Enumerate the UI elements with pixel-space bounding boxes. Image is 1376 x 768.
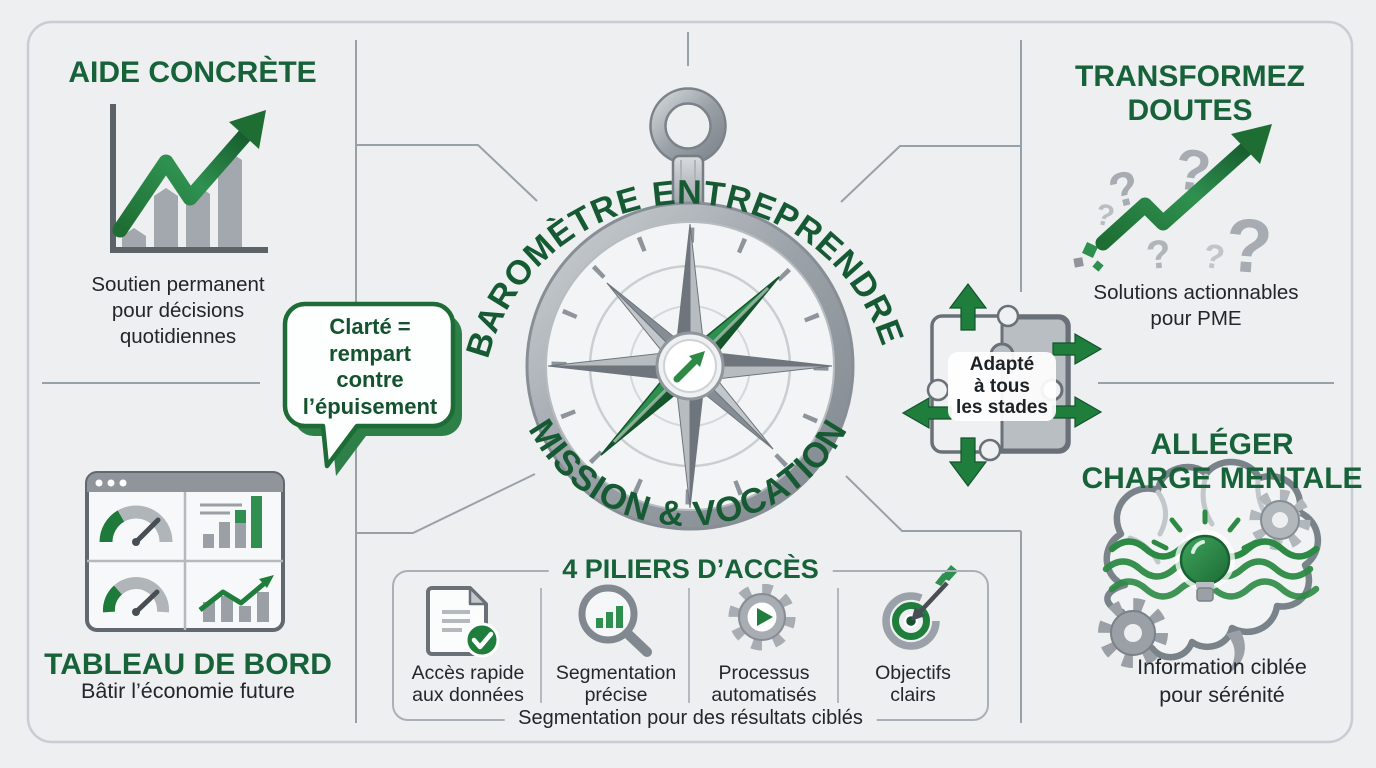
pillar-label-line: Segmentation [555,662,677,684]
pillar-separator [688,588,690,703]
pillar-label-line: Objectifs [875,662,951,684]
pillar-item-segmentation: Segmentation précise [542,662,690,706]
magnifier-chart-icon [578,584,652,657]
puzzle-label-line: Adapté [969,354,1035,375]
needle-center-arrow-icon [673,351,705,383]
pillar-separator [837,588,839,703]
outer-border [26,20,1354,744]
puzzle-label-line: les stades [956,397,1048,418]
document-check-icon [426,586,500,658]
pillars-caption: Segmentation pour des résultats ciblés [504,706,877,732]
pillar-label-line: Accès rapide [411,662,525,684]
body-line: pour PME [1150,307,1242,331]
gear-play-icon [728,583,796,651]
bubble-line: rempart [329,340,411,366]
section-title-transformez-doutes: TRANSFORMEZ DOUTES [1045,60,1335,127]
title-line: ALLÉGER [1150,428,1294,461]
body-line: Solutions actionnables [1093,281,1299,304]
pillar-item-processus: Processus automatisés [690,662,838,706]
section-body-transformez-doutes: Solutions actionnables pour PME [1066,280,1326,332]
section-body-tableau-de-bord: Bâtir l’économie future [81,679,295,703]
speech-bubble [282,301,462,476]
pillar-label-line: Processus [718,662,810,684]
lightbulb-icon [1151,509,1259,602]
body-line: pour sérénité [1159,682,1285,707]
target-dart-icon [882,565,958,650]
puzzle-label-line: à tous [974,375,1030,397]
title-line: TRANSFORMEZ [1075,60,1305,93]
body-line: quotidiennes [119,325,237,349]
gear-icon [1098,598,1168,668]
pillar-label-line: aux données [412,684,524,706]
section-body-aide-concrete: Soutien permanent pour décisions quotidi… [78,272,278,351]
section-title-tableau-de-bord: TABLEAU DE BORD [44,648,332,681]
title-line: CHARGE MENTALE [1081,461,1363,495]
bubble-line: l’épuisement [302,393,438,419]
pillar-label-line: précise [584,684,648,706]
pillars-box: 4 PILIERS D’ACCÈS Accès rapide aux donné… [392,554,989,732]
body-line: Information ciblée [1137,655,1307,679]
bubble-line: Clarté = [329,314,411,339]
svg-text:?: ? [1223,203,1275,291]
title-line: DOUTES [1127,93,1253,127]
pillar-separator [540,588,542,703]
svg-text:?: ? [1144,232,1173,278]
pillar-label-line: automatisés [711,684,817,706]
body-line: Soutien permanent [91,273,265,296]
brain-lightbulb-icon [1098,458,1322,674]
direction-arrows [901,283,1103,487]
gear-icon [1249,489,1311,551]
puzzle-label: Adapté à tous les stades [944,352,1060,421]
question-marks-arrow-icon: ? ? ? ? ? ? [1073,124,1275,291]
pillar-item-objectifs: Objectifs clairs [839,662,987,706]
pillar-item-acces-rapide: Accès rapide aux données [394,662,542,706]
body-line: pour décisions [111,299,245,323]
section-body-alleger-charge: Information ciblée pour sérénité [1082,654,1362,709]
dashboard-window-icon [85,471,285,632]
speech-bubble-text: Clarté = rempart contre l’épuisement [287,314,453,420]
growth-bar-chart-icon [110,104,268,253]
pillar-label-line: clairs [890,684,936,706]
section-title-alleger-charge: ALLÉGER CHARGE MENTALE [1062,428,1376,495]
section-title-aide-concrete: AIDE CONCRÈTE [68,56,317,89]
bubble-line: contre [336,367,404,392]
pillars-title: 4 PILIERS D’ACCÈS [548,554,833,585]
